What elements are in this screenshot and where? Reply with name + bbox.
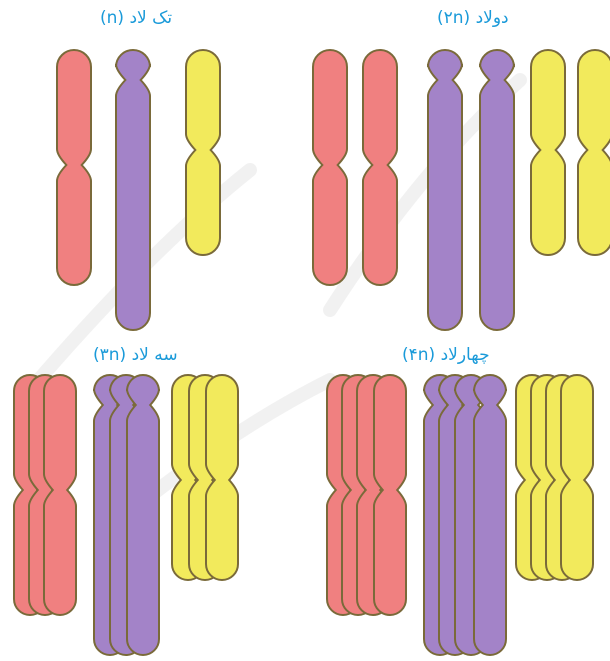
chromosome-red [313, 50, 347, 285]
chromosome-purple [480, 50, 514, 330]
chromosome-purple [428, 50, 462, 330]
chromosome-yellow [578, 50, 610, 255]
chromosome-red [374, 375, 406, 615]
chromosome-red [44, 375, 76, 615]
chromosome-red [363, 50, 397, 285]
chromosome-layer [14, 50, 610, 655]
chromosome-yellow [531, 50, 565, 255]
chromosome-purple [116, 50, 150, 330]
chromosome-red [57, 50, 91, 285]
chromosome-purple [127, 375, 159, 655]
chromosome-yellow [186, 50, 220, 255]
chromosome-purple [474, 375, 506, 655]
